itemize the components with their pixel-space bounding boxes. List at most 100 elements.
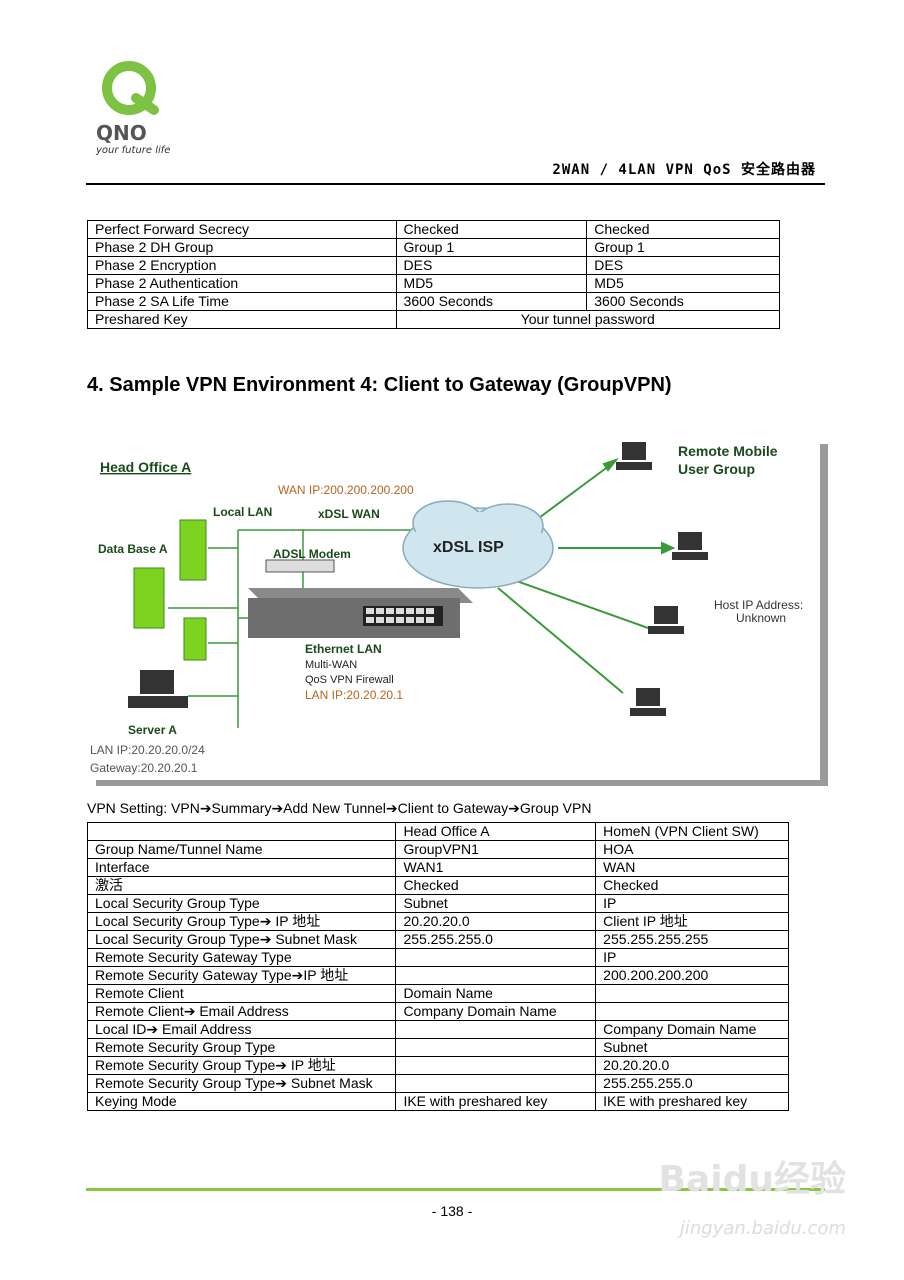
row-value — [595, 1002, 789, 1021]
isp-cloud: xDSL ISP — [402, 500, 554, 589]
row-label: Remote Security Group Type➔ IP 地址 — [86, 1056, 397, 1075]
router-device — [248, 588, 473, 638]
row-value: 200.200.200.200 — [595, 966, 789, 985]
row-value: Checked — [395, 876, 597, 895]
section-title: 4. Sample VPN Environment 4: Client to G… — [87, 374, 672, 396]
table-row: Remote Security Gateway Type➔IP 地址 200.20… — [86, 966, 789, 985]
row-label: Local Security Group Type — [86, 894, 397, 913]
row-value: 20.20.20.0 — [395, 912, 597, 931]
row-label: Perfect Forward Secrecy — [87, 220, 397, 239]
row-label: Local ID➔ Email Address — [86, 1020, 397, 1039]
row-value: GroupVPN1 — [395, 840, 597, 859]
column-header — [86, 822, 397, 841]
column-header: Head Office A — [395, 822, 597, 841]
row-value — [395, 1056, 597, 1075]
vpn-setting-path: VPN Setting: VPN➔Summary➔Add New Tunnel➔… — [87, 800, 592, 816]
baidu-watermark-url: jingyan.baidu.com — [679, 1218, 846, 1239]
table-row: Local ID➔ Email Address Company Domain Na… — [86, 1020, 789, 1039]
row-label: Remote Security Group Type➔ Subnet Mask — [86, 1074, 397, 1093]
head-office-label: Head Office A — [100, 459, 191, 475]
adsl-modem-label: ADSL Modem — [273, 547, 351, 561]
row-label: Interface — [86, 858, 397, 877]
row-value — [595, 984, 789, 1003]
qno-logo: QNO — [96, 61, 159, 145]
row-value: DES — [586, 256, 780, 275]
baidu-watermark: Baidu经验 — [658, 1159, 846, 1200]
row-value — [395, 1074, 597, 1093]
table-row: Remote Security Group Type Subnet — [86, 1038, 789, 1057]
row-label: Phase 2 DH Group — [87, 238, 397, 257]
row-value: IKE with preshared key — [595, 1092, 789, 1111]
ethernet-lan-label: Ethernet LAN — [305, 642, 382, 656]
wan-ip-label: WAN IP:200.200.200.200 — [278, 483, 414, 497]
row-value: Company Domain Name — [595, 1020, 789, 1039]
row-label: Phase 2 SA Life Time — [87, 292, 397, 311]
row-label: 激活 — [86, 876, 397, 895]
row-value: WAN — [595, 858, 789, 877]
database-servers — [133, 519, 207, 661]
header-divider — [86, 183, 825, 185]
local-lan-label: Local LAN — [213, 505, 272, 519]
row-value: Checked — [395, 220, 588, 239]
row-label: Remote Security Group Type — [86, 1038, 397, 1057]
logo-wordmark: QNO — [96, 121, 147, 145]
row-value — [395, 966, 597, 985]
row-value: 255.255.255.0 — [395, 930, 597, 949]
remote-group-label-1: Remote Mobile — [678, 443, 778, 459]
row-value: IKE with preshared key — [395, 1092, 597, 1111]
row-value: Group 1 — [586, 238, 780, 257]
row-value — [395, 1020, 597, 1039]
row-value: Your tunnel password — [395, 310, 781, 329]
logo-tagline: your future life — [96, 145, 171, 156]
router-lan-ip-label: LAN IP:20.20.20.1 — [305, 688, 403, 702]
host-ip-unknown: Unknown — [736, 611, 786, 625]
row-value: MD5 — [395, 274, 588, 293]
remote-group-label-2: User Group — [678, 461, 755, 477]
row-value — [395, 1038, 597, 1057]
row-label: Phase 2 Encryption — [87, 256, 397, 275]
row-value: Subnet — [595, 1038, 789, 1057]
row-value: DES — [395, 256, 588, 275]
xdsl-wan-label: xDSL WAN — [318, 507, 380, 521]
row-value: IP — [595, 948, 789, 967]
vpn-arrows — [497, 457, 676, 694]
row-value: HOA — [595, 840, 789, 859]
row-value: 255.255.255.0 — [595, 1074, 789, 1093]
row-label: Remote Client — [86, 984, 397, 1003]
gateway-label: Gateway:20.20.20.1 — [90, 761, 198, 775]
client-pcs — [128, 442, 708, 716]
network-diagram: xDSL ISP Head Office A WAN IP:200.20 — [88, 438, 828, 786]
row-value: 3600 Seconds — [395, 292, 588, 311]
host-ip-label: Host IP Address: — [714, 598, 803, 612]
row-label: Local Security Group Type➔ Subnet Mask — [86, 930, 397, 949]
lan-ip-range-label: LAN IP:20.20.20.0/24 — [90, 743, 205, 757]
row-label: Phase 2 Authentication — [87, 274, 397, 293]
document-header-title: 2WAN / 4LAN VPN QoS 安全路由器 — [552, 162, 816, 178]
row-label: Remote Security Gateway Type➔IP 地址 — [86, 966, 397, 985]
connection-lines — [168, 529, 428, 728]
row-value: Checked — [586, 220, 780, 239]
row-value: Checked — [595, 876, 789, 895]
server-label: Server A — [128, 723, 177, 737]
row-value: 255.255.255.255 — [595, 930, 789, 949]
row-label: Local Security Group Type➔ IP 地址 — [86, 912, 397, 931]
row-label: Preshared Key — [87, 310, 397, 329]
adsl-modem-device — [265, 559, 335, 573]
table-row: Remote Security Group Type➔ Subnet Mask 2… — [86, 1074, 789, 1093]
